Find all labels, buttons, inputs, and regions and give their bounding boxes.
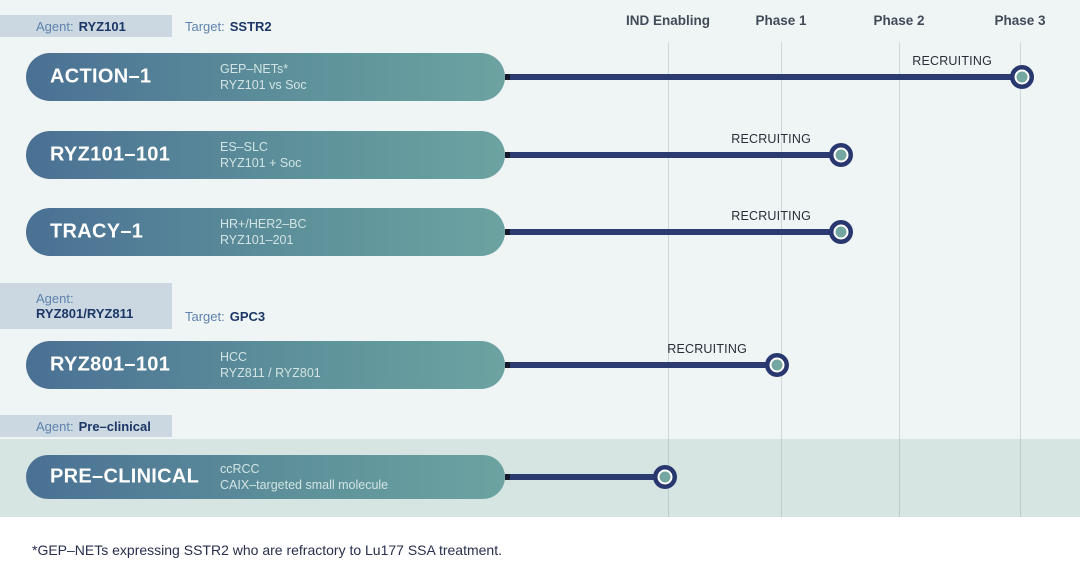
trial-pill: TRACY–1 HR+/HER2–BC RYZ101–201 bbox=[26, 208, 505, 256]
trial-detail: RYZ101–201 bbox=[220, 233, 294, 247]
agent-box-ryz801-ryz811: Agent: RYZ801/RYZ811 bbox=[0, 283, 172, 329]
trial-detail: RYZ101 + Soc bbox=[220, 156, 302, 170]
agent-label: Agent: bbox=[36, 418, 74, 434]
progress-dot bbox=[1014, 69, 1030, 85]
trial-description: ES–SLC RYZ101 + Soc bbox=[220, 139, 301, 171]
phase-header: Phase 1 bbox=[755, 13, 807, 28]
progress-line bbox=[505, 229, 841, 235]
footnote: *GEP–NETs expressing SSTR2 who are refra… bbox=[32, 542, 502, 558]
phase-gridline bbox=[899, 42, 900, 517]
trial-name: PRE–CLINICAL bbox=[50, 465, 200, 488]
trial-indication: ccRCC bbox=[220, 462, 260, 476]
trial-pill: PRE–CLINICAL ccRCC CAIX–targeted small m… bbox=[26, 455, 505, 499]
target-value: GPC3 bbox=[229, 308, 266, 324]
trial-pill: ACTION–1 GEP–NETs* RYZ101 vs Soc bbox=[26, 53, 505, 101]
target-gpc3: Target: GPC3 bbox=[185, 306, 265, 326]
target-sstr2: Target: SSTR2 bbox=[185, 15, 272, 37]
progress-line bbox=[505, 474, 665, 480]
progress-line bbox=[505, 74, 1022, 80]
progress-line bbox=[505, 152, 841, 158]
trial-description: ccRCC CAIX–targeted small molecule bbox=[220, 461, 388, 493]
trial-description: GEP–NETs* RYZ101 vs Soc bbox=[220, 61, 307, 93]
progress-dot bbox=[833, 147, 849, 163]
trial-name: RYZ101–101 bbox=[50, 143, 171, 166]
trial-detail: RYZ101 vs Soc bbox=[220, 78, 307, 92]
trial-pill: RYZ801–101 HCC RYZ811 / RYZ801 bbox=[26, 341, 505, 389]
trial-indication: ES–SLC bbox=[220, 140, 268, 154]
agent-label: Agent: bbox=[36, 291, 74, 306]
trial-detail: CAIX–targeted small molecule bbox=[220, 478, 389, 492]
progress-dot bbox=[833, 224, 849, 240]
phase-gridline bbox=[1020, 42, 1021, 517]
status-label: RECRUITING bbox=[667, 342, 747, 356]
trial-indication: HCC bbox=[220, 350, 248, 364]
agent-label: Agent: bbox=[36, 18, 74, 34]
phase-gridline bbox=[781, 42, 782, 517]
status-label: RECRUITING bbox=[731, 132, 811, 146]
target-value: SSTR2 bbox=[229, 18, 272, 34]
trial-indication: HR+/HER2–BC bbox=[220, 217, 307, 231]
agent-value: Pre–clinical bbox=[78, 418, 151, 434]
trial-name: RYZ801–101 bbox=[50, 353, 171, 376]
agent-box-preclinical: Agent: Pre–clinical bbox=[0, 415, 172, 437]
target-label: Target: bbox=[185, 308, 225, 324]
trial-description: HCC RYZ811 / RYZ801 bbox=[220, 349, 321, 381]
trial-description: HR+/HER2–BC RYZ101–201 bbox=[220, 216, 307, 248]
progress-dot bbox=[657, 469, 673, 485]
target-label: Target: bbox=[185, 18, 225, 34]
phase-header: Phase 2 bbox=[873, 13, 925, 28]
trial-indication: GEP–NETs* bbox=[220, 62, 289, 76]
agent-value: RYZ801/RYZ811 bbox=[36, 306, 134, 321]
status-label: RECRUITING bbox=[912, 54, 992, 68]
phase-header: Phase 3 bbox=[994, 13, 1046, 28]
trial-name: ACTION–1 bbox=[50, 65, 152, 88]
agent-box-ryz101: Agent: RYZ101 bbox=[0, 15, 172, 37]
phase-gridline bbox=[668, 42, 669, 517]
progress-dot bbox=[769, 357, 785, 373]
agent-value: RYZ101 bbox=[78, 18, 126, 34]
trial-name: TRACY–1 bbox=[50, 220, 144, 243]
trial-pill: RYZ101–101 ES–SLC RYZ101 + Soc bbox=[26, 131, 505, 179]
progress-line bbox=[505, 362, 777, 368]
phase-header: IND Enabling bbox=[626, 13, 710, 28]
trial-detail: RYZ811 / RYZ801 bbox=[220, 366, 321, 380]
status-label: RECRUITING bbox=[731, 209, 811, 223]
